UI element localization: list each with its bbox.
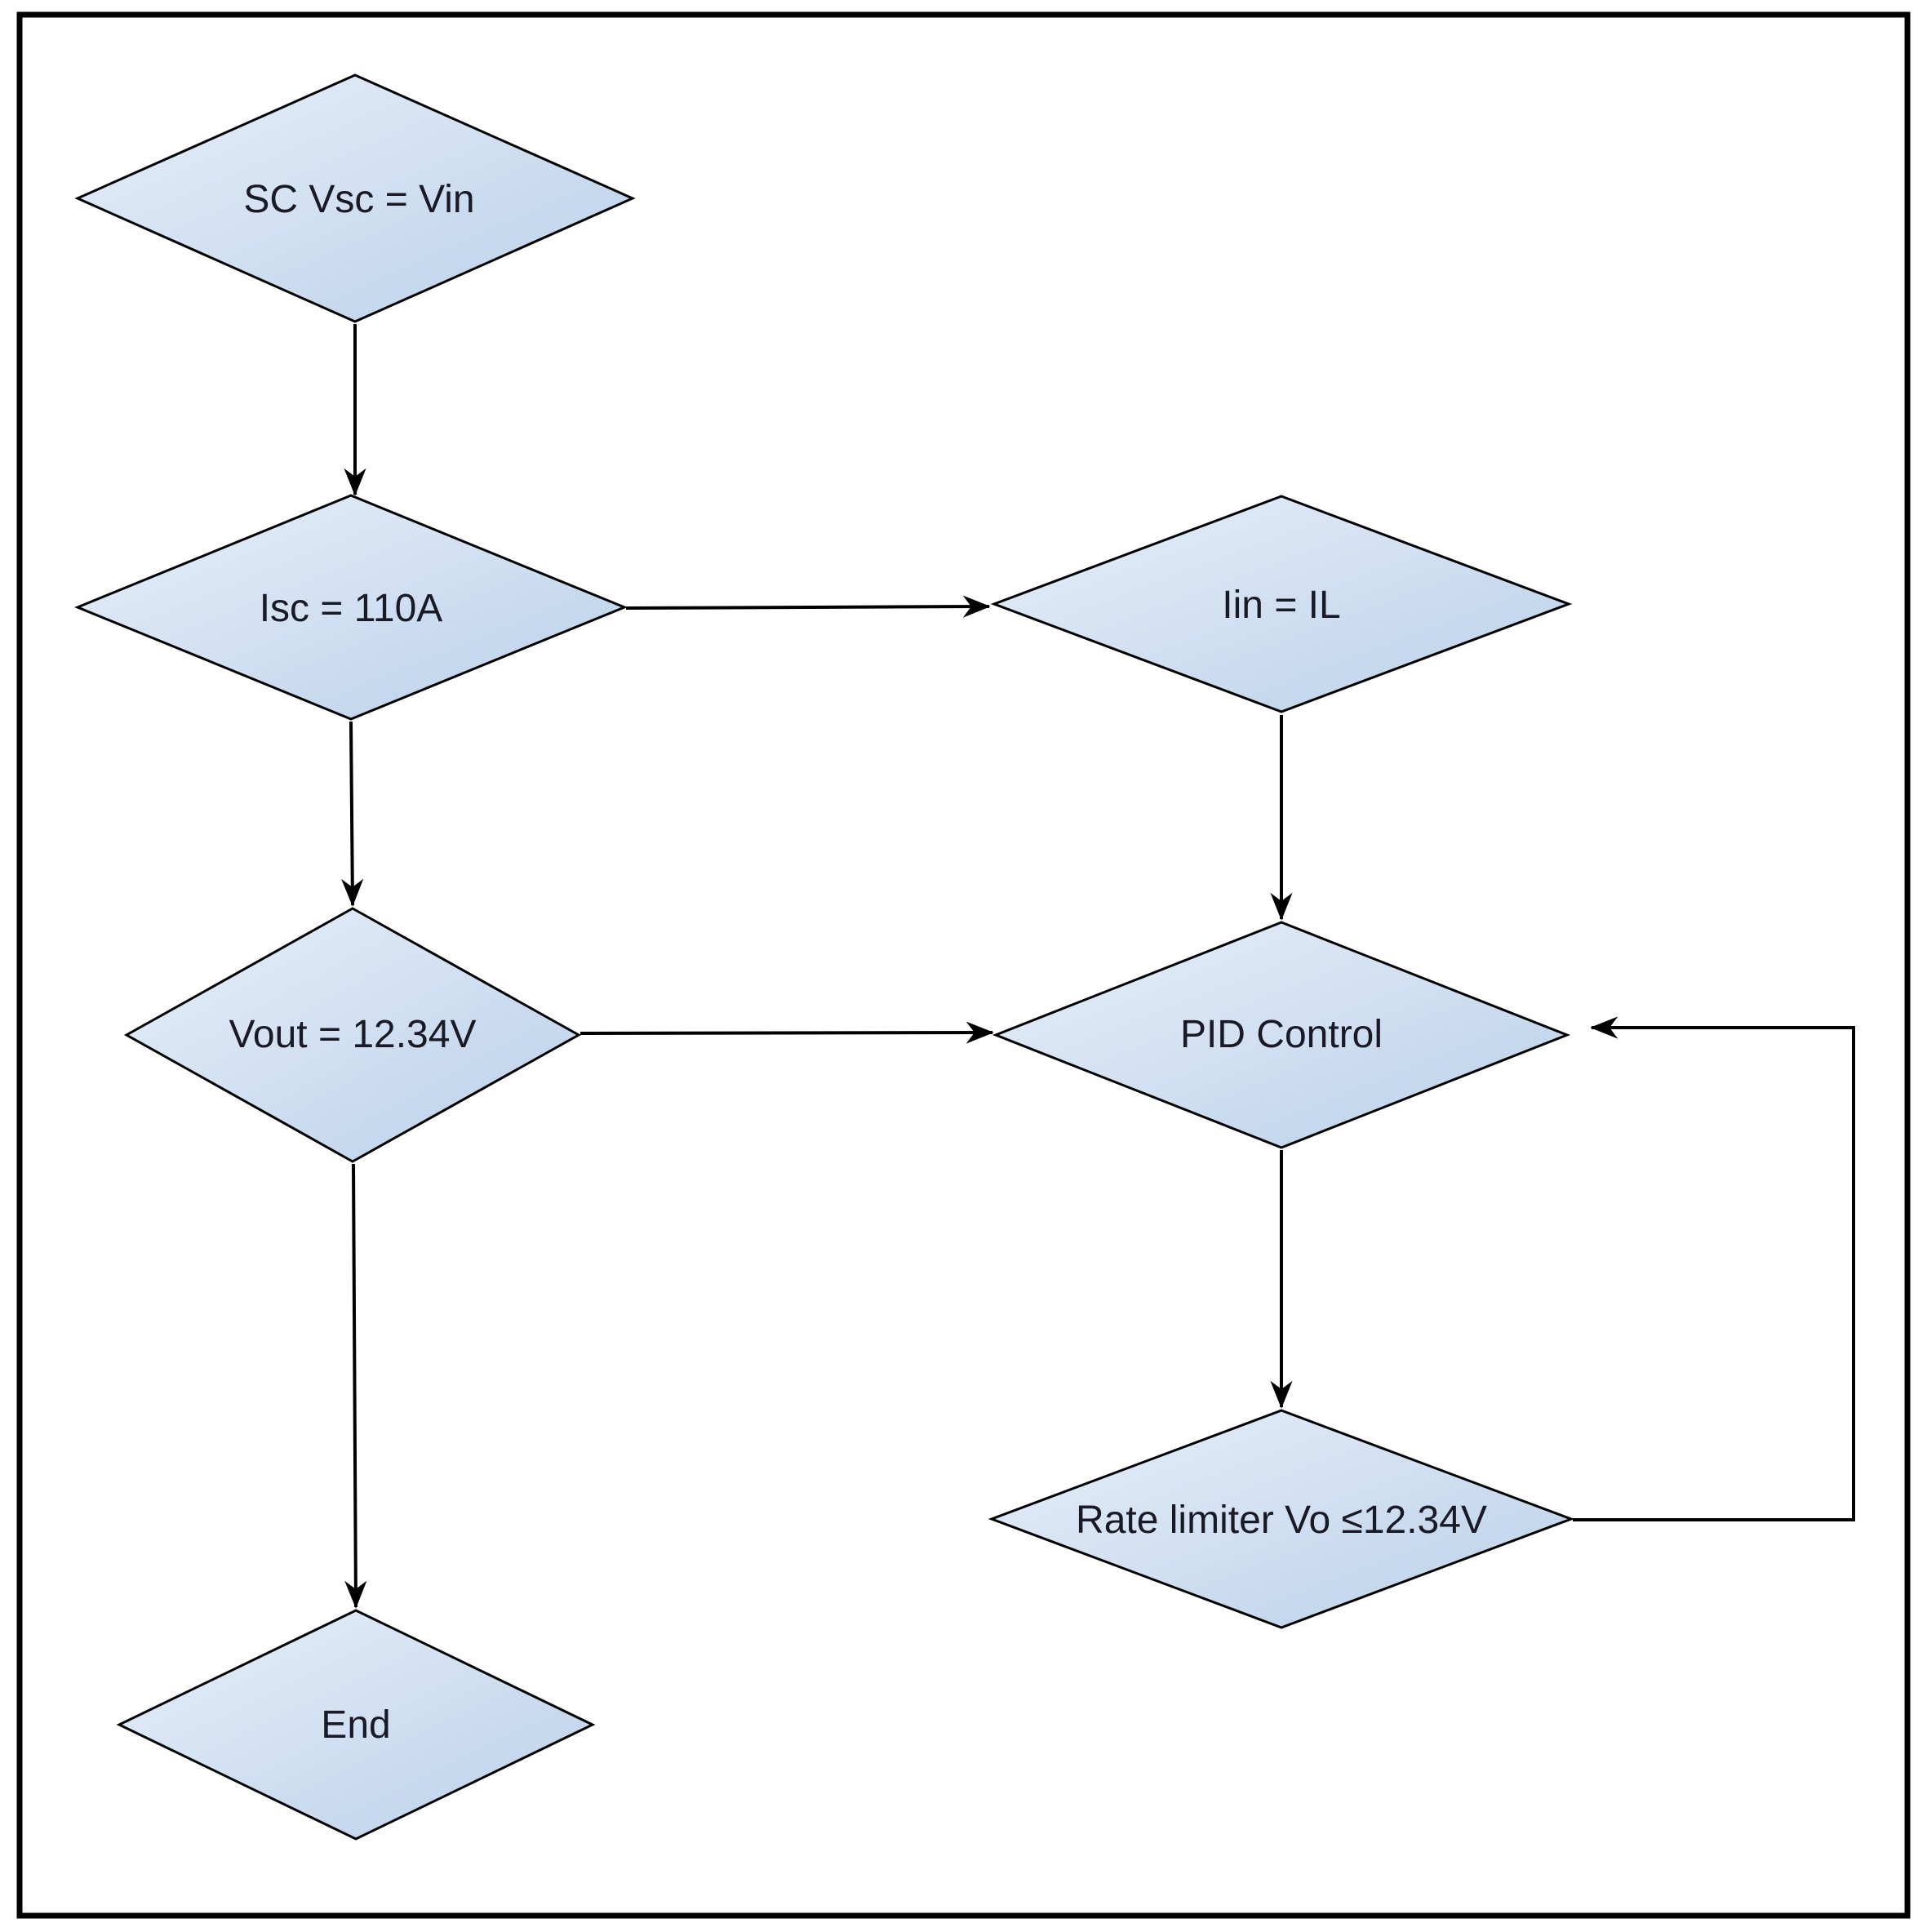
- node-pid-shape: [992, 921, 1571, 1149]
- node-rate-limiter-shape: [988, 1409, 1575, 1629]
- node-vout-label: Vout = 12.34V: [229, 1013, 477, 1056]
- node-end: End: [116, 1609, 596, 1841]
- edge-vout-to-end: [344, 1163, 367, 1609]
- edge-isc-to-iin: [625, 595, 991, 618]
- node-vout-shape: [123, 907, 582, 1163]
- diagram-frame: [16, 11, 1911, 1919]
- node-vout: Vout = 12.34V: [123, 907, 582, 1163]
- edge-isc-to-vout: [341, 721, 364, 907]
- node-end-shape: [116, 1609, 596, 1841]
- node-pid-label: PID Control: [1180, 1013, 1383, 1056]
- node-start: SC Vsc = Vin: [74, 73, 636, 323]
- node-iin: Iin = IL: [990, 495, 1573, 713]
- node-iin-shape: [990, 495, 1573, 713]
- node-isc-label: Isc = 110A: [260, 587, 443, 630]
- node-rate-limiter-label: Rate limiter Vo ≤12.34V: [1076, 1499, 1487, 1542]
- node-isc-shape: [74, 494, 628, 721]
- edge-rate-limiter-loop-to-pid: [1573, 1016, 1855, 1521]
- node-start-shape: [74, 73, 636, 323]
- node-start-label: SC Vsc = Vin: [243, 178, 474, 221]
- node-rate-limiter: Rate limiter Vo ≤12.34V: [988, 1409, 1575, 1629]
- node-end-label: End: [321, 1703, 390, 1747]
- node-iin-label: Iin = IL: [1222, 584, 1340, 627]
- node-pid: PID Control: [992, 921, 1571, 1149]
- node-isc: Isc = 110A: [74, 494, 628, 721]
